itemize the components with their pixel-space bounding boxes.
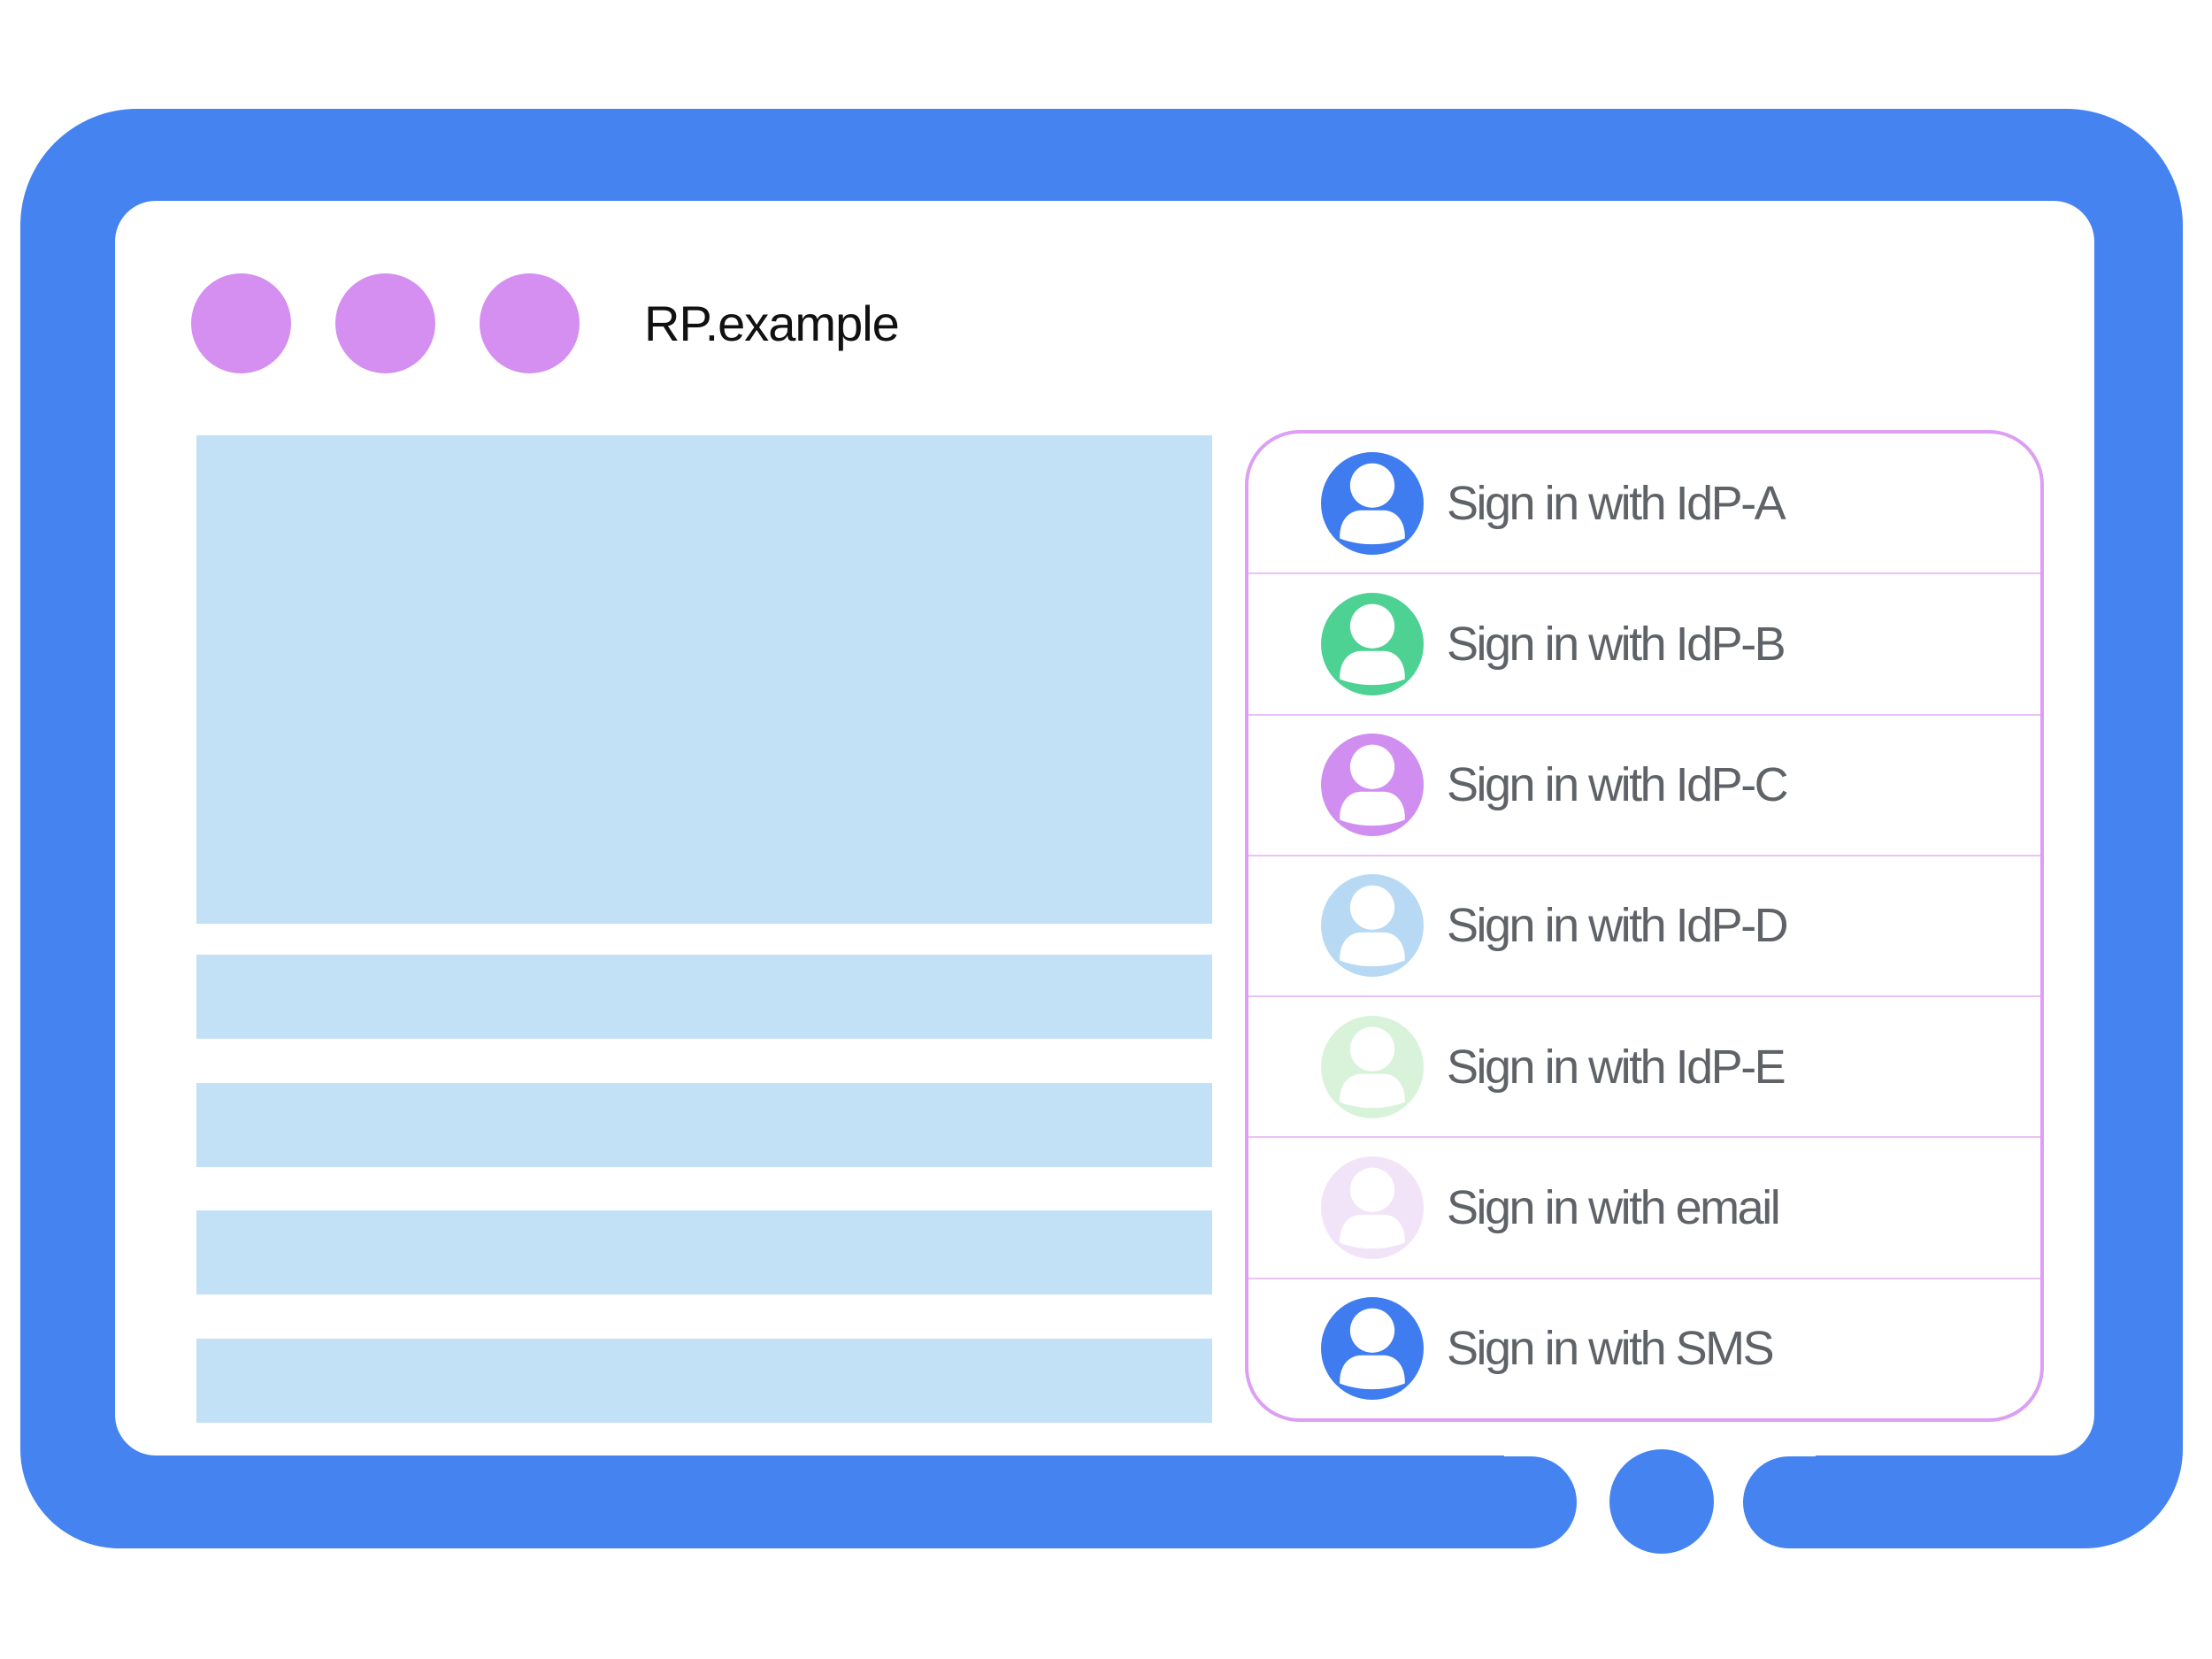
content-placeholder-line-1 <box>196 955 1212 1039</box>
window-control-dot-3 <box>480 273 580 373</box>
user-avatar-icon <box>1321 592 1424 695</box>
signin-option-label: Sign in with SMS <box>1447 1322 1775 1376</box>
signin-option-sms[interactable]: Sign in with SMS <box>1248 1279 2040 1418</box>
signin-option-idp-b[interactable]: Sign in with IdP-B <box>1248 574 2040 716</box>
signin-option-email[interactable]: Sign in with email <box>1248 1138 2040 1279</box>
signin-option-label: Sign in with IdP-D <box>1447 899 1789 953</box>
signin-option-label: Sign in with email <box>1447 1181 1781 1235</box>
content-placeholder-line-2 <box>196 1083 1212 1167</box>
user-avatar-icon <box>1321 733 1424 837</box>
user-avatar-icon <box>1321 1156 1424 1260</box>
signin-option-idp-d[interactable]: Sign in with IdP-D <box>1248 856 2040 998</box>
account-chooser-panel: Sign in with IdP-A Sign in with IdP-B Si… <box>1245 430 2044 1422</box>
bezel-right-cap <box>1743 1456 1922 1548</box>
signin-option-label: Sign in with IdP-B <box>1447 617 1786 671</box>
browser-window: RP.example Sign in with IdP-A <box>115 201 2094 1455</box>
user-avatar-icon <box>1321 451 1424 555</box>
bezel-notch-circle <box>1609 1449 1714 1554</box>
content-placeholder-hero <box>196 435 1212 924</box>
content-placeholder-line-3 <box>196 1210 1212 1294</box>
signin-option-idp-a[interactable]: Sign in with IdP-A <box>1248 434 2040 575</box>
user-avatar-icon <box>1321 1015 1424 1118</box>
signin-option-idp-c[interactable]: Sign in with IdP-C <box>1248 716 2040 856</box>
signin-option-label: Sign in with IdP-E <box>1447 1040 1786 1094</box>
user-avatar-icon <box>1321 1297 1424 1401</box>
content-placeholder-line-4 <box>196 1339 1212 1423</box>
bezel-left-cap <box>1398 1456 1577 1548</box>
window-control-dot-1 <box>191 273 291 373</box>
site-title: RP.example <box>644 296 900 351</box>
signin-option-label: Sign in with IdP-A <box>1447 476 1786 530</box>
window-control-dot-2 <box>335 273 435 373</box>
signin-option-label: Sign in with IdP-C <box>1447 758 1789 812</box>
signin-option-idp-e[interactable]: Sign in with IdP-E <box>1248 997 2040 1139</box>
user-avatar-icon <box>1321 874 1424 978</box>
